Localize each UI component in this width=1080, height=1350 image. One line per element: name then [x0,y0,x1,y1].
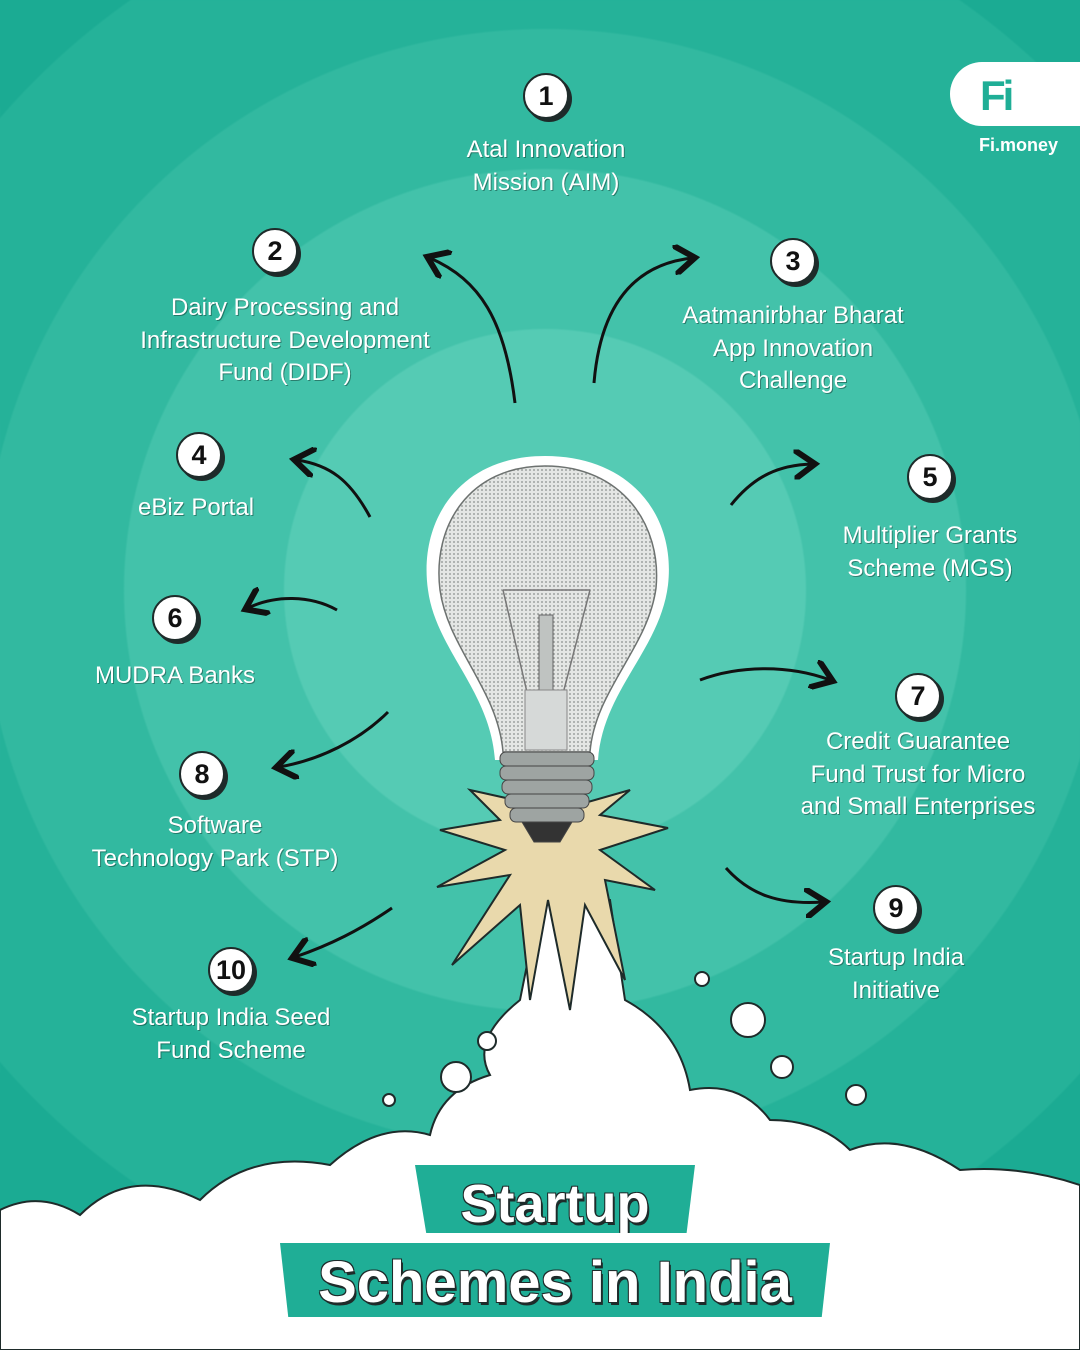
arrow-4 [297,460,372,518]
scheme-number-4: 4 [176,432,222,478]
arrows [248,258,830,957]
arrow-1 [430,258,517,404]
arrow-7 [699,669,830,680]
title-line-2: Schemes in India [318,1250,792,1315]
scheme-number-7: 7 [895,673,941,719]
brand-logo-mark: Fi [980,72,1014,119]
brand-name: Fi.money [979,135,1059,155]
scheme-label-1: Atal Innovation Mission (AIM) [466,136,626,196]
flame-icon [436,788,669,1011]
bubbles [382,971,867,1107]
scheme-label-7: Credit Guarantee Fund Trust for Micro an… [800,728,1036,820]
arrow-9 [724,867,823,903]
scheme-number-3: 3 [770,238,816,284]
scheme-number-5: 5 [907,454,953,500]
scheme-number-6: 6 [152,595,198,641]
title-line-1: Startup [460,1174,650,1234]
scheme-label-9: Startup India Initiative [827,944,965,1004]
title-banner-top: Startup [415,1165,695,1233]
scheme-label-8: Software Technology Park (STP) [91,812,339,872]
light-bulb-icon [426,456,669,843]
cloud [0,899,1080,1350]
arrow-6 [248,598,338,610]
scheme-label-10: Startup India Seed Fund Scheme [131,1004,331,1064]
scheme-number-8: 8 [179,751,225,797]
arrow-10 [295,906,393,957]
scheme-number-2: 2 [252,228,298,274]
scheme-label-2: Dairy Processing and Infrastructure Deve… [140,294,430,386]
scheme-label-4: eBiz Portal [137,494,255,521]
arrow-8 [279,710,390,767]
scheme-label-6: MUDRA Banks [94,662,256,689]
brand-logo-badge[interactable] [950,62,1080,126]
scheme-number-9: 9 [873,885,919,931]
title-banner-bottom: Schemes in India [280,1243,830,1317]
arrow-5 [729,464,812,506]
scheme-label-3: Aatmanirbhar Bharat App Innovation Chall… [682,302,904,394]
arrow-3 [592,258,692,384]
scheme-number-1: 1 [523,73,569,119]
scheme-number-10: 10 [208,947,254,993]
scheme-label-5: Multiplier Grants Scheme (MGS) [842,522,1018,582]
